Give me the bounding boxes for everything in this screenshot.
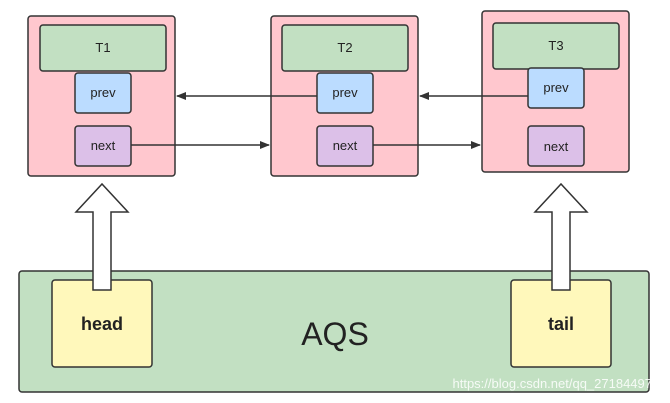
node-t1-prev-label: prev [90, 85, 116, 100]
node-t3-prev-box [527, 67, 585, 109]
node-t1-next-label: next [91, 138, 116, 153]
node-t2-next-label: next [333, 138, 358, 153]
tail-label: tail [548, 314, 574, 334]
node-t2-prev-label: prev [332, 85, 358, 100]
node-t3-next-box [527, 125, 585, 167]
node-t2-next-box [316, 125, 374, 167]
node-t2-prev-box [316, 72, 374, 114]
aqs-box [18, 270, 650, 393]
head-pointer-arrow [74, 182, 130, 291]
head-label: head [81, 314, 123, 334]
node-t1-prev-box [74, 72, 132, 114]
node-t1-next-box [74, 125, 132, 167]
aqs-label: AQS [301, 316, 369, 352]
tail-pointer-arrow [533, 182, 589, 291]
node-t2-title-box [281, 24, 409, 72]
node-t1-title-box [39, 24, 167, 72]
node-t3-prev-label: prev [543, 80, 569, 95]
node-t3-title: T3 [548, 38, 563, 53]
watermark: https://blog.csdn.net/qq_27184497 [453, 376, 653, 391]
node-t2-title: T2 [337, 40, 352, 55]
node-t1-title: T1 [95, 40, 110, 55]
node-t3-next-label: next [544, 139, 569, 154]
